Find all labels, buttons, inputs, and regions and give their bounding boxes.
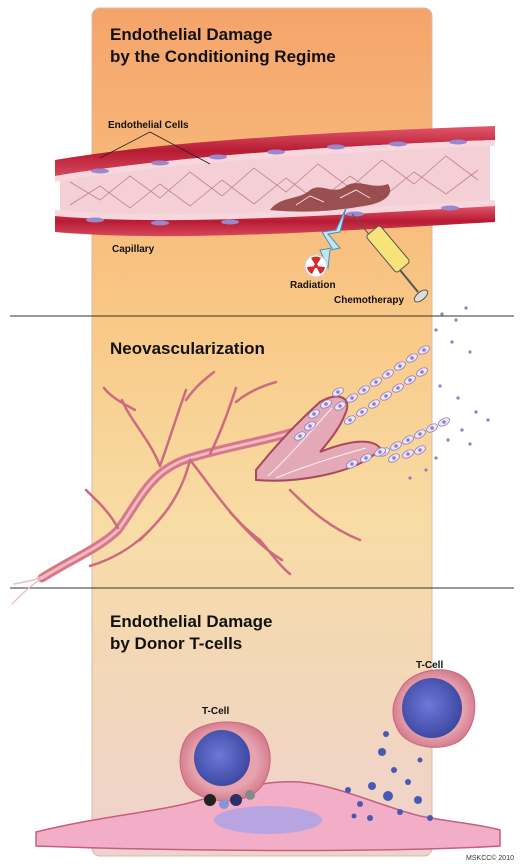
scattered-cell-dot bbox=[450, 340, 454, 344]
scattered-cell-dot bbox=[486, 418, 490, 422]
migrating-endothelial-cells bbox=[294, 306, 490, 480]
migrating-cell-nucleus bbox=[360, 410, 364, 414]
capillary-vessel bbox=[55, 126, 495, 237]
radiation-icon bbox=[304, 254, 328, 278]
panel2-title: Neovascularization bbox=[110, 339, 265, 358]
migrating-cell-nucleus bbox=[324, 402, 328, 406]
scattered-cell-dot bbox=[456, 396, 460, 400]
migrating-cell-nucleus bbox=[372, 402, 376, 406]
scattered-cell-dot bbox=[440, 312, 444, 316]
migrating-cell-nucleus bbox=[374, 380, 378, 384]
migrating-cell-nucleus bbox=[398, 364, 402, 368]
t-cell-right bbox=[392, 669, 476, 748]
label-tcell-left: T-Cell bbox=[202, 706, 229, 717]
radiation-bolt-icon bbox=[319, 207, 347, 270]
panel3-title-line1: Endothelial Damage bbox=[110, 612, 272, 631]
scattered-cell-dot bbox=[424, 468, 428, 472]
label-capillary: Capillary bbox=[112, 244, 155, 255]
migrating-cell-nucleus bbox=[408, 378, 412, 382]
migrating-cell-nucleus bbox=[384, 394, 388, 398]
migrating-cell-nucleus bbox=[378, 450, 382, 454]
migrating-cell-nucleus bbox=[308, 424, 312, 428]
scattered-cell-dot bbox=[434, 456, 438, 460]
scattered-cell-dot bbox=[446, 438, 450, 442]
migrating-cell-nucleus bbox=[348, 418, 352, 422]
migrating-cell-nucleus bbox=[406, 438, 410, 442]
migrating-cell-nucleus bbox=[394, 444, 398, 448]
migrating-cell-nucleus bbox=[392, 456, 396, 460]
migrating-cell-nucleus bbox=[336, 390, 340, 394]
migrating-cell-nucleus bbox=[418, 448, 422, 452]
angiogenic-sprout bbox=[255, 395, 382, 482]
migrating-cell-nucleus bbox=[364, 456, 368, 460]
migrating-cell-nucleus bbox=[386, 372, 390, 376]
scattered-cell-dot bbox=[468, 350, 472, 354]
cytotoxic-granules bbox=[345, 731, 433, 821]
migrating-cell-nucleus bbox=[396, 386, 400, 390]
migrating-cell-nucleus bbox=[298, 434, 302, 438]
label-chemotherapy: Chemotherapy bbox=[334, 295, 404, 306]
panel1-title-line2: by the Conditioning Regime bbox=[110, 47, 336, 66]
panel1-title-line1: Endothelial Damage bbox=[110, 25, 272, 44]
migrating-cell-nucleus bbox=[430, 426, 434, 430]
migrating-cell-nucleus bbox=[350, 396, 354, 400]
damaged-endothelium bbox=[270, 183, 391, 212]
scattered-cell-dot bbox=[408, 476, 412, 480]
migrating-cell-nucleus bbox=[418, 432, 422, 436]
endothelial-nucleus bbox=[214, 806, 322, 834]
scattered-cell-dot bbox=[460, 428, 464, 432]
syringe-icon bbox=[351, 213, 429, 303]
scattered-cell-dot bbox=[434, 328, 438, 332]
migrating-cell-nucleus bbox=[422, 348, 426, 352]
scattered-cell-dot bbox=[438, 384, 442, 388]
copyright-credit: MSKCC© 2010 bbox=[466, 854, 514, 862]
migrating-cell-nucleus bbox=[350, 462, 354, 466]
blood-vessel-branches bbox=[11, 370, 362, 605]
label-endothelial-cells: Endothelial Cells bbox=[108, 120, 189, 131]
migrating-cell-nucleus bbox=[312, 412, 316, 416]
migrating-cell-nucleus bbox=[442, 420, 446, 424]
panel3-title-line2: by Donor T-cells bbox=[110, 634, 242, 653]
t-cell-left bbox=[179, 721, 271, 809]
migrating-cell-nucleus bbox=[406, 452, 410, 456]
label-radiation: Radiation bbox=[290, 280, 336, 291]
migrating-cell-nucleus bbox=[410, 356, 414, 360]
endothelial-cells-leader bbox=[99, 131, 211, 165]
migrating-cell-nucleus bbox=[362, 388, 366, 392]
migrating-cell-nucleus bbox=[338, 404, 342, 408]
label-tcell-right: T-Cell bbox=[416, 660, 443, 671]
migrating-cell-nucleus bbox=[420, 370, 424, 374]
scattered-cell-dot bbox=[468, 442, 472, 446]
scattered-cell-dot bbox=[454, 318, 458, 322]
scattered-cell-dot bbox=[464, 306, 468, 310]
scattered-cell-dot bbox=[474, 410, 478, 414]
